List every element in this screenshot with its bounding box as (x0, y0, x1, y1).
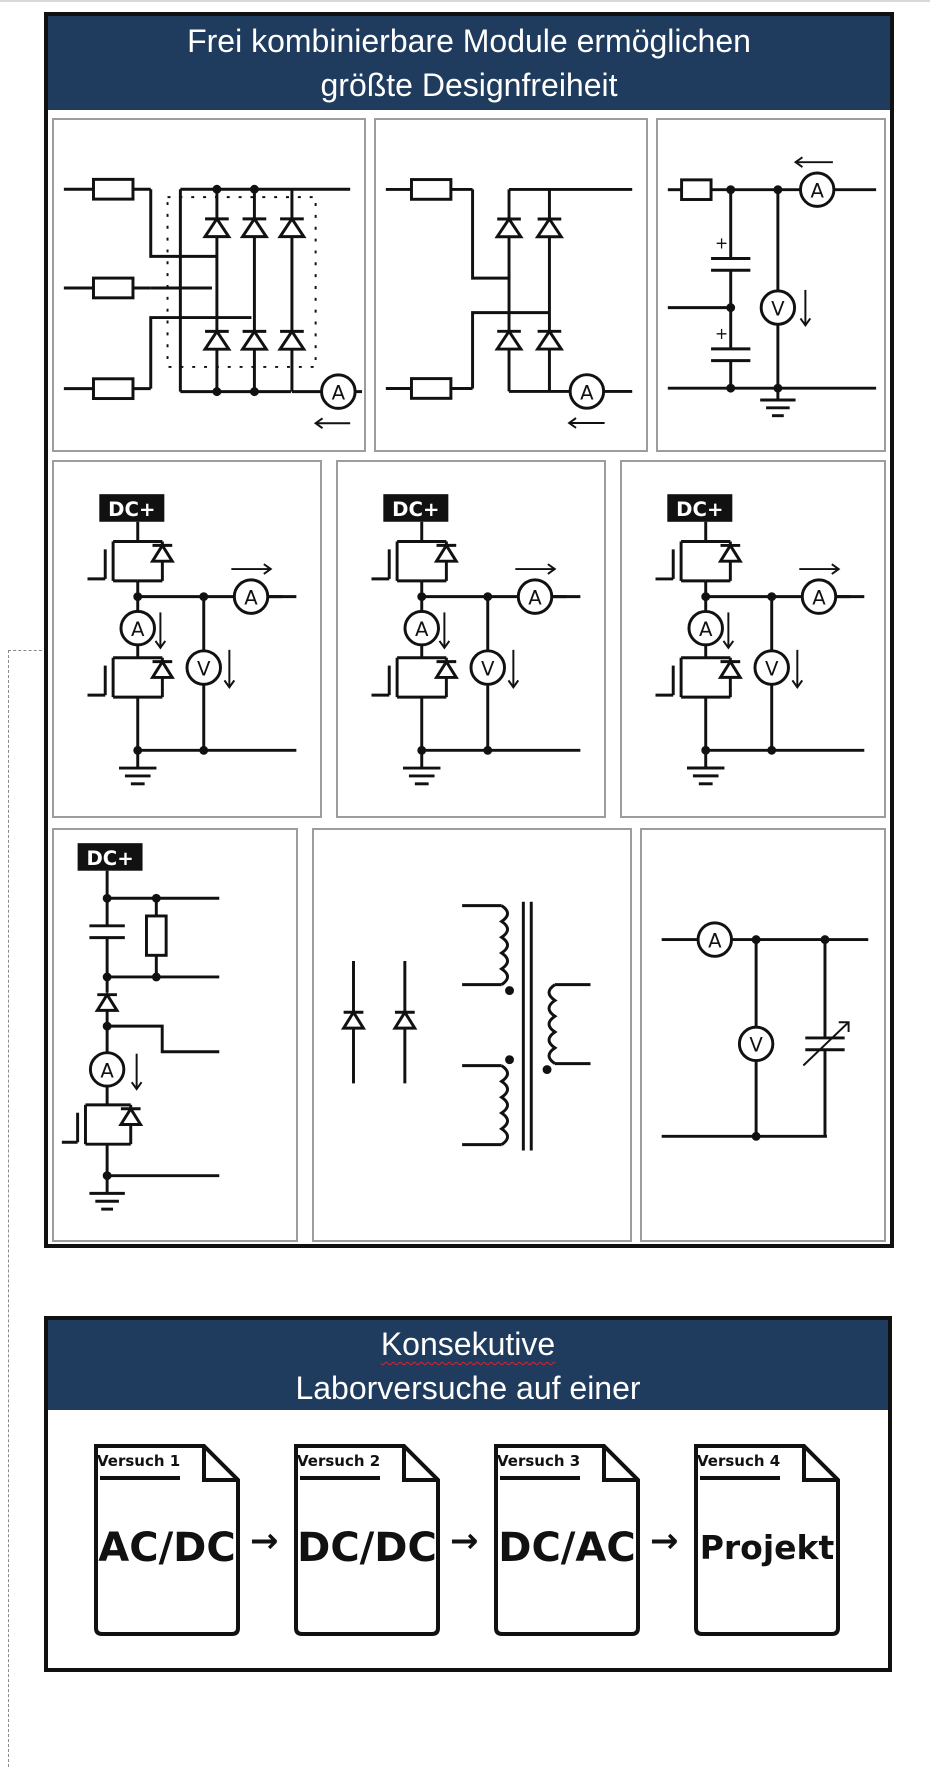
experiments-panel-header: Konsekutive Laborversuche auf einer Hard… (48, 1320, 888, 1450)
document-title: DC/AC (498, 1525, 636, 1571)
module-capacitor-measurement: A + + V (656, 118, 886, 452)
document-title: Projekt (699, 1528, 835, 1567)
document-icon (294, 1444, 440, 1636)
voltmeter-label: V (765, 657, 779, 680)
document-versuch-3: Versuch 3 DC/AC (488, 1438, 646, 1638)
module-half-bridge-3: DC+ A A V (620, 460, 886, 818)
document-icon (94, 1444, 240, 1636)
document-label: Versuch 3 (497, 1452, 581, 1470)
top-divider (0, 0, 930, 2)
experiments-title-line1: Konsekutive Laborversuche auf einer (48, 1322, 888, 1410)
modules-panel: Frei kombinierbare Module ermöglichen gr… (44, 12, 894, 1248)
experiments-title-word-konsekutive: Konsekutive (380, 1326, 556, 1362)
svg-text:+: + (715, 324, 728, 343)
module-half-bridge-2: DC+ A A V (336, 460, 606, 818)
voltmeter-label: V (481, 657, 495, 680)
ammeter-label: A (708, 929, 722, 952)
experiment-sequence: Versuch 1 AC/DC → Versuch 2 DC/DC → Vers… (48, 1416, 888, 1668)
dc-plus-label: DC+ (676, 498, 723, 521)
ammeter-label: A (699, 618, 713, 641)
document-icon (494, 1444, 640, 1636)
document-title: AC/DC (98, 1525, 236, 1571)
module-three-phase-rectifier: A (52, 118, 366, 452)
module-variable-capacitor: A V (640, 828, 886, 1242)
voltmeter-label: V (749, 1034, 763, 1057)
ammeter-label: A (100, 1059, 114, 1082)
modules-title-line2: größte Designfreiheit (320, 67, 618, 103)
ammeter-label: A (528, 587, 542, 610)
experiments-title-rest: Laborversuche auf einer (295, 1370, 641, 1406)
ammeter-label: A (415, 618, 429, 641)
arrow-right-icon: → (250, 1521, 279, 1561)
document-label: Versuch 2 (297, 1452, 381, 1470)
voltmeter-label: V (771, 297, 785, 320)
document-label: Versuch 4 (697, 1452, 781, 1470)
ammeter-label: A (332, 382, 346, 405)
ammeter-label: A (580, 381, 594, 404)
document-versuch-1: Versuch 1 AC/DC (88, 1438, 246, 1638)
document-versuch-2: Versuch 2 DC/DC (288, 1438, 446, 1638)
ammeter-label: A (812, 587, 826, 610)
document-versuch-4: Versuch 4 Projekt (688, 1438, 846, 1638)
svg-text:+: + (715, 234, 728, 253)
modules-panel-header: Frei kombinierbare Module ermöglichen gr… (48, 16, 890, 110)
connector-guide-line (8, 650, 47, 1767)
ammeter-label: A (131, 618, 145, 641)
arrow-right-icon: → (650, 1521, 679, 1561)
document-title: DC/DC (297, 1525, 437, 1571)
document-label: Versuch 1 (97, 1452, 181, 1470)
voltmeter-label: V (197, 657, 211, 680)
module-boost-converter: DC+ A (52, 828, 298, 1242)
ammeter-label: A (810, 180, 824, 203)
document-icon (694, 1444, 840, 1636)
experiments-panel: Konsekutive Laborversuche auf einer Hard… (44, 1316, 892, 1672)
dc-plus-label: DC+ (392, 498, 439, 521)
module-diodes-transformer (312, 828, 632, 1242)
dc-plus-label: DC+ (108, 498, 155, 521)
dc-plus-label: DC+ (86, 847, 133, 870)
module-half-bridge-1: DC+ A A V (52, 460, 322, 818)
arrow-right-icon: → (450, 1521, 479, 1561)
module-single-phase-rectifier: A (374, 118, 648, 452)
modules-title-line1: Frei kombinierbare Module ermöglichen (187, 23, 751, 59)
ammeter-label: A (244, 587, 258, 610)
